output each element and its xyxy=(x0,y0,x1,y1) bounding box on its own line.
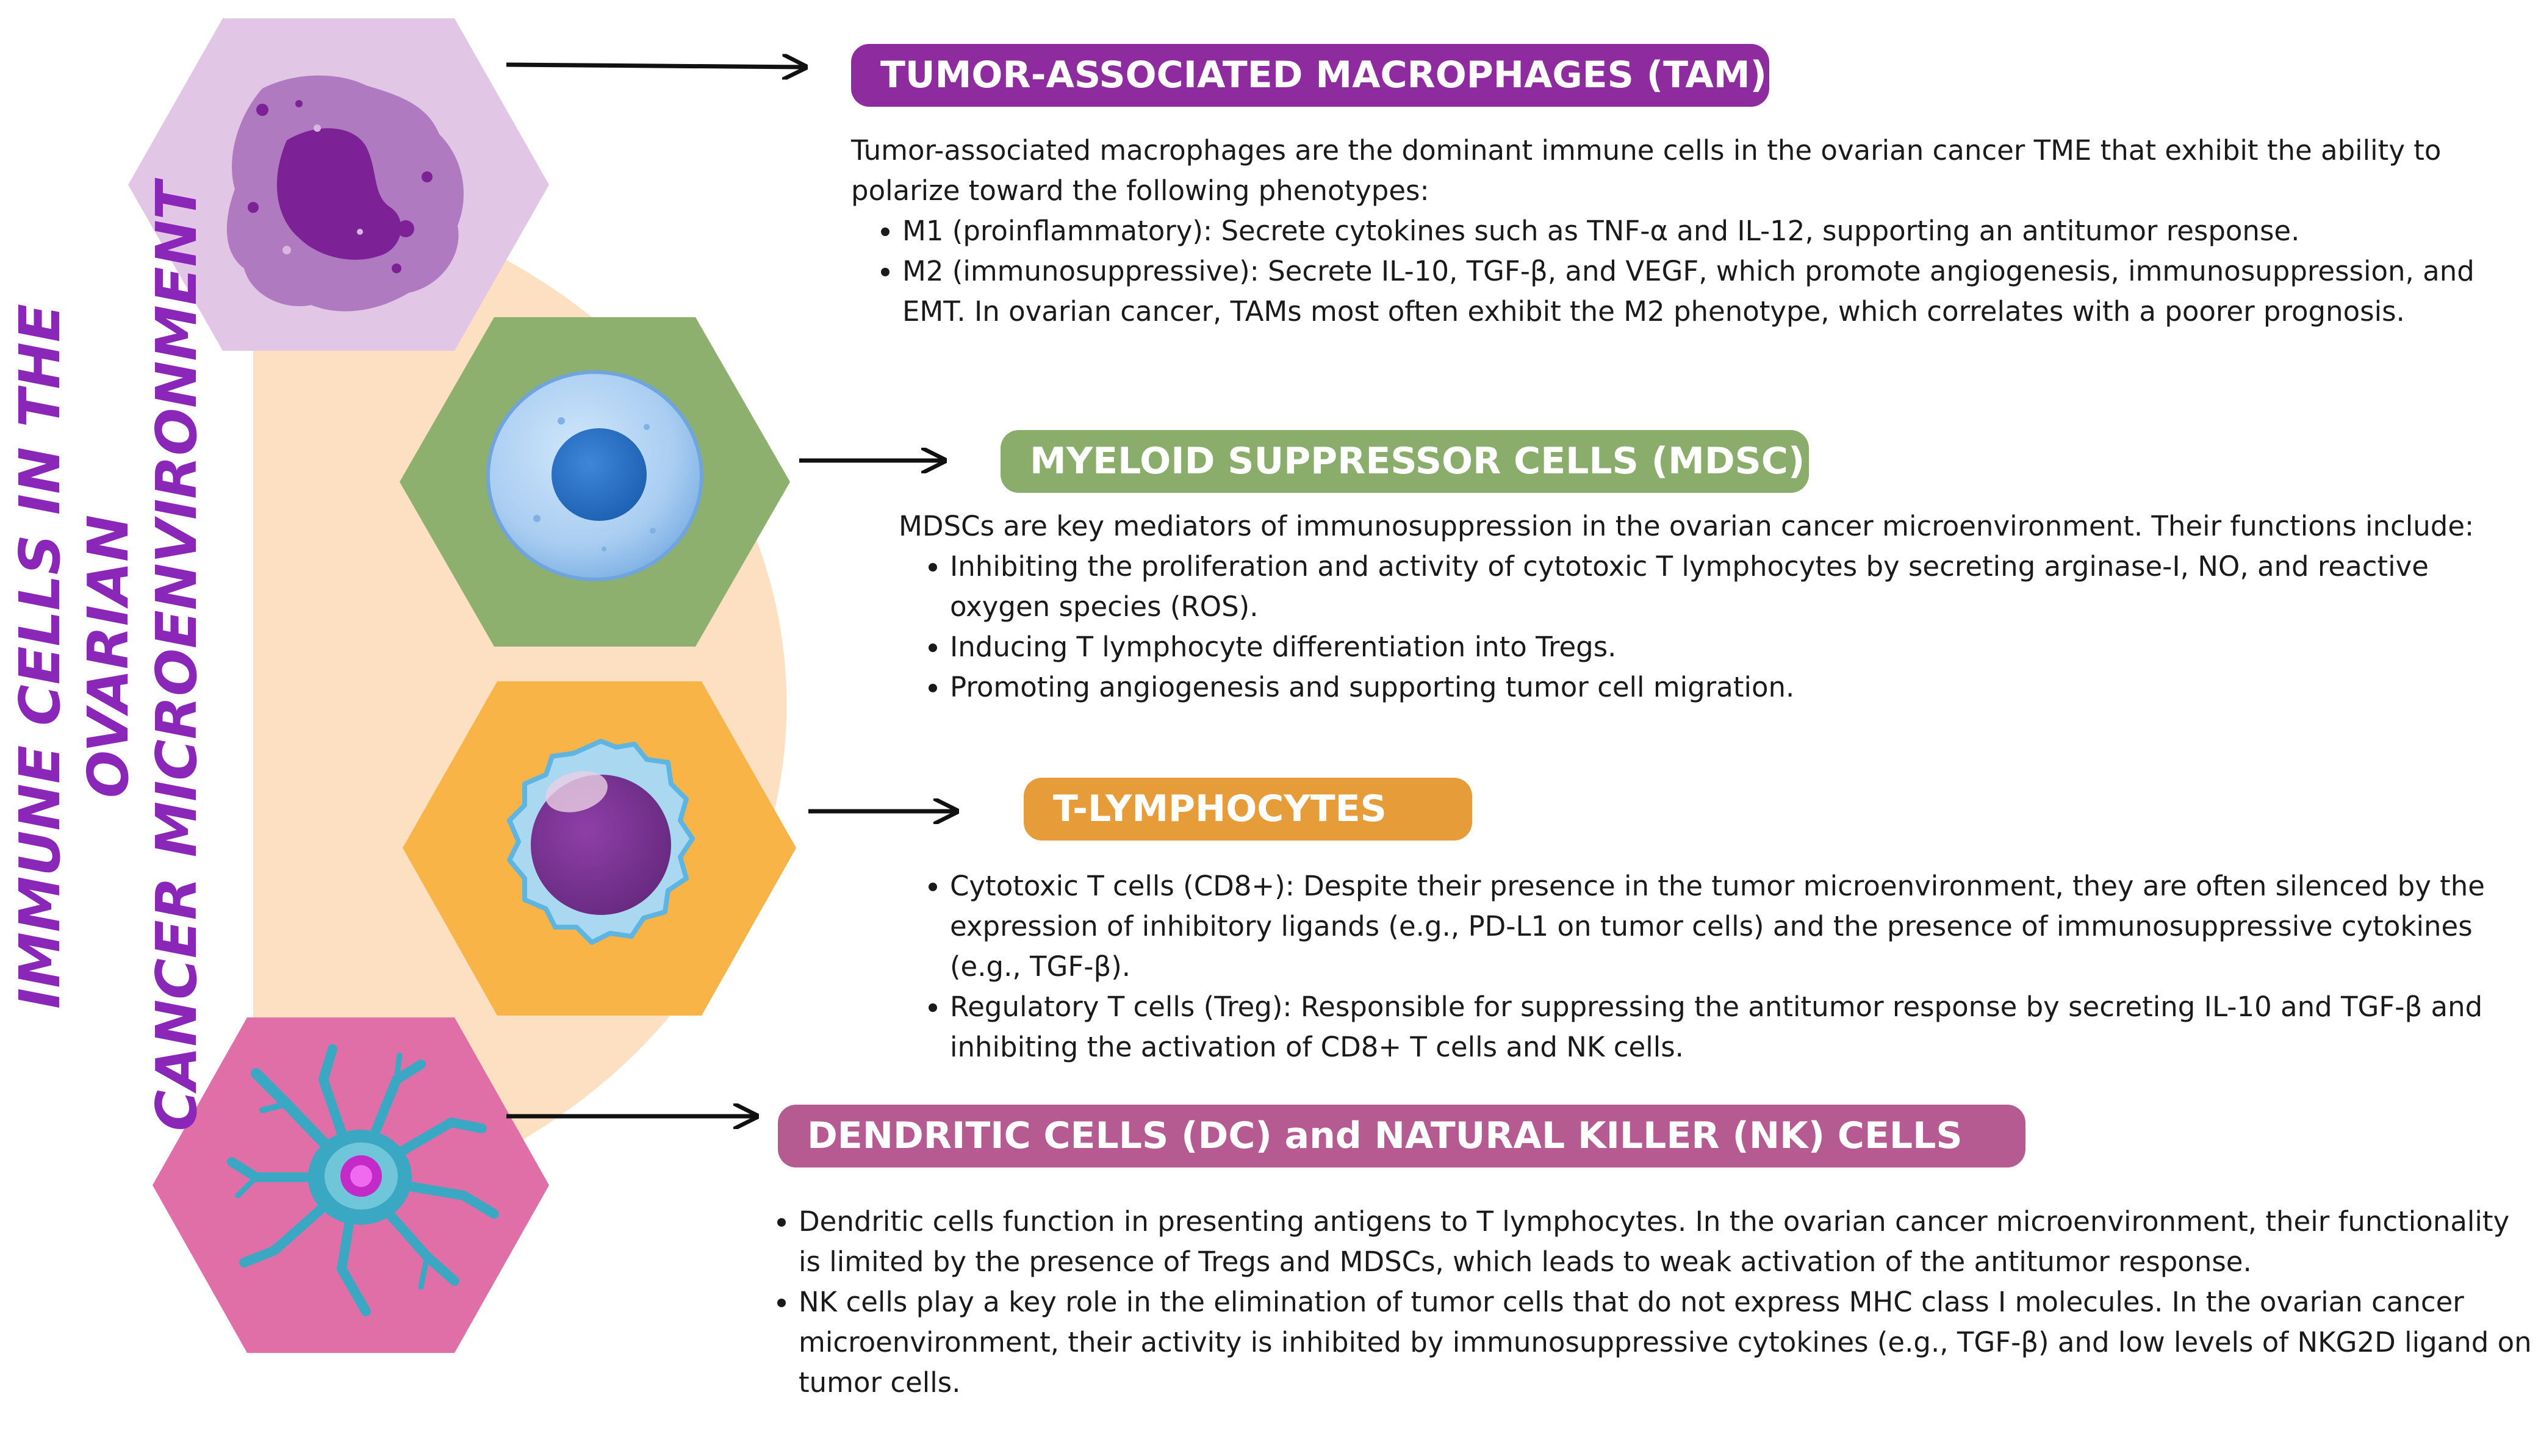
mdsc-intro: MDSCs are key mediators of immunosuppres… xyxy=(899,510,2475,542)
vertical-title: IMMUNE CELLS IN THE OVARIAN CANCER MICRO… xyxy=(6,153,211,1160)
mdsc-cell-icon xyxy=(486,370,703,581)
dcnk-text: Dendritic cells function in presenting a… xyxy=(747,1202,2535,1403)
tcell-header: T-LYMPHOCYTES xyxy=(1024,778,1472,841)
tam-list: M1 (proinflammatory): Secrete cytokines … xyxy=(851,211,2535,332)
dcnk-list: Dendritic cells function in presenting a… xyxy=(747,1202,2535,1403)
vertical-title-line-2: CANCER MICROENVIRONMENT xyxy=(144,181,209,1131)
tam-item-m1: M1 (proinflammatory): Secrete cytokines … xyxy=(902,211,2535,251)
mdsc-item-2: Inducing T lymphocyte differentiation in… xyxy=(950,627,2534,667)
tcell-item-treg: Regulatory T cells (Treg): Responsible f… xyxy=(950,987,2534,1067)
mdsc-item-3: Promoting angiogenesis and supporting tu… xyxy=(950,667,2534,708)
dcnk-header: DENDRITIC CELLS (DC) and NATURAL KILLER … xyxy=(778,1105,2025,1167)
tam-arrow xyxy=(506,65,805,67)
tam-intro: Tumor-associated macrophages are the dom… xyxy=(851,134,2442,207)
mdsc-list: Inhibiting the proliferation and activit… xyxy=(899,547,2534,708)
tam-item-m2: M2 (immunosuppressive): Secrete IL-10, T… xyxy=(902,251,2535,332)
t-lymphocyte-icon xyxy=(507,739,695,945)
tcell-text: Cytotoxic T cells (CD8+): Despite their … xyxy=(899,866,2534,1067)
mdsc-item-1: Inhibiting the proliferation and activit… xyxy=(950,547,2534,627)
dcnk-item-dc: Dendritic cells function in presenting a… xyxy=(799,1202,2535,1282)
dcnk-item-nk: NK cells play a key role in the eliminat… xyxy=(799,1282,2535,1403)
tcell-item-cd8: Cytotoxic T cells (CD8+): Despite their … xyxy=(950,866,2534,987)
mdsc-header: MYELOID SUPPRESSOR CELLS (MDSC) xyxy=(1001,430,1809,493)
macrophage-icon xyxy=(226,75,464,312)
tam-header: TUMOR-ASSOCIATED MACROPHAGES (TAM) xyxy=(851,44,1769,107)
vertical-title-line-1: IMMUNE CELLS IN THE OVARIAN xyxy=(7,304,141,1009)
tam-text: Tumor-associated macrophages are the dom… xyxy=(851,131,2535,332)
tcell-list: Cytotoxic T cells (CD8+): Despite their … xyxy=(899,866,2534,1067)
mdsc-text: MDSCs are key mediators of immunosuppres… xyxy=(899,506,2534,708)
